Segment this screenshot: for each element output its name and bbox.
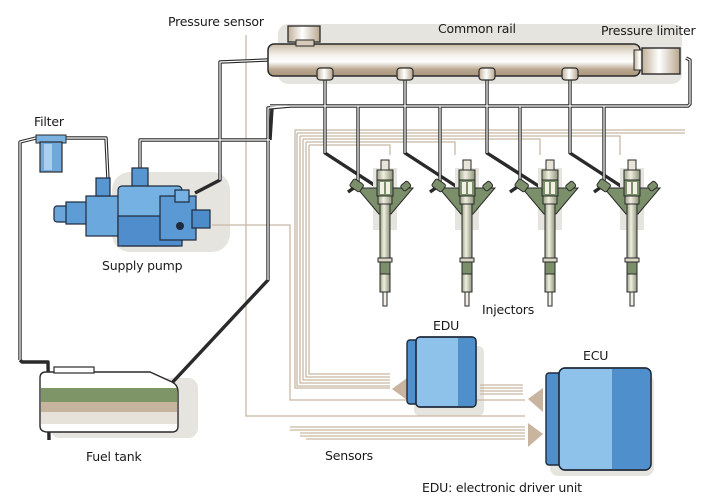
injector bbox=[514, 159, 580, 307]
fuel-pipes-inner bbox=[19, 57, 691, 360]
label-filter: Filter bbox=[34, 114, 64, 129]
label-edu: EDU bbox=[433, 318, 460, 333]
label-fuel-tank: Fuel tank bbox=[86, 449, 142, 464]
rail-outlets bbox=[316, 67, 579, 81]
arrow-into-edu bbox=[392, 378, 407, 400]
label-sensors: Sensors bbox=[325, 448, 373, 463]
common-rail bbox=[267, 25, 681, 81]
label-common-rail: Common rail bbox=[438, 21, 516, 36]
edu-unit bbox=[406, 336, 477, 408]
fuel-tank bbox=[39, 366, 179, 433]
label-ecu: ECU bbox=[583, 348, 609, 363]
label-supply-pump: Supply pump bbox=[102, 258, 183, 273]
fuel-filter bbox=[35, 134, 67, 173]
arrow-into-ecu bbox=[528, 423, 543, 447]
label-injectors: Injectors bbox=[482, 302, 535, 317]
injectors bbox=[349, 159, 662, 307]
label-edu-legend: EDU: electronic driver unit bbox=[422, 480, 582, 495]
signal-arrows bbox=[392, 378, 543, 447]
supply-pump bbox=[53, 167, 211, 247]
ecu-unit bbox=[545, 367, 652, 471]
arrow-from-ecu bbox=[528, 388, 543, 412]
injector bbox=[596, 159, 662, 307]
label-pressure-sensor: Pressure sensor bbox=[168, 14, 264, 29]
pressure-limiter bbox=[641, 47, 681, 75]
injector bbox=[431, 159, 497, 307]
injector bbox=[349, 159, 415, 307]
pressure-sensor bbox=[287, 25, 321, 47]
label-pressure-limiter: Pressure limiter bbox=[601, 23, 696, 38]
